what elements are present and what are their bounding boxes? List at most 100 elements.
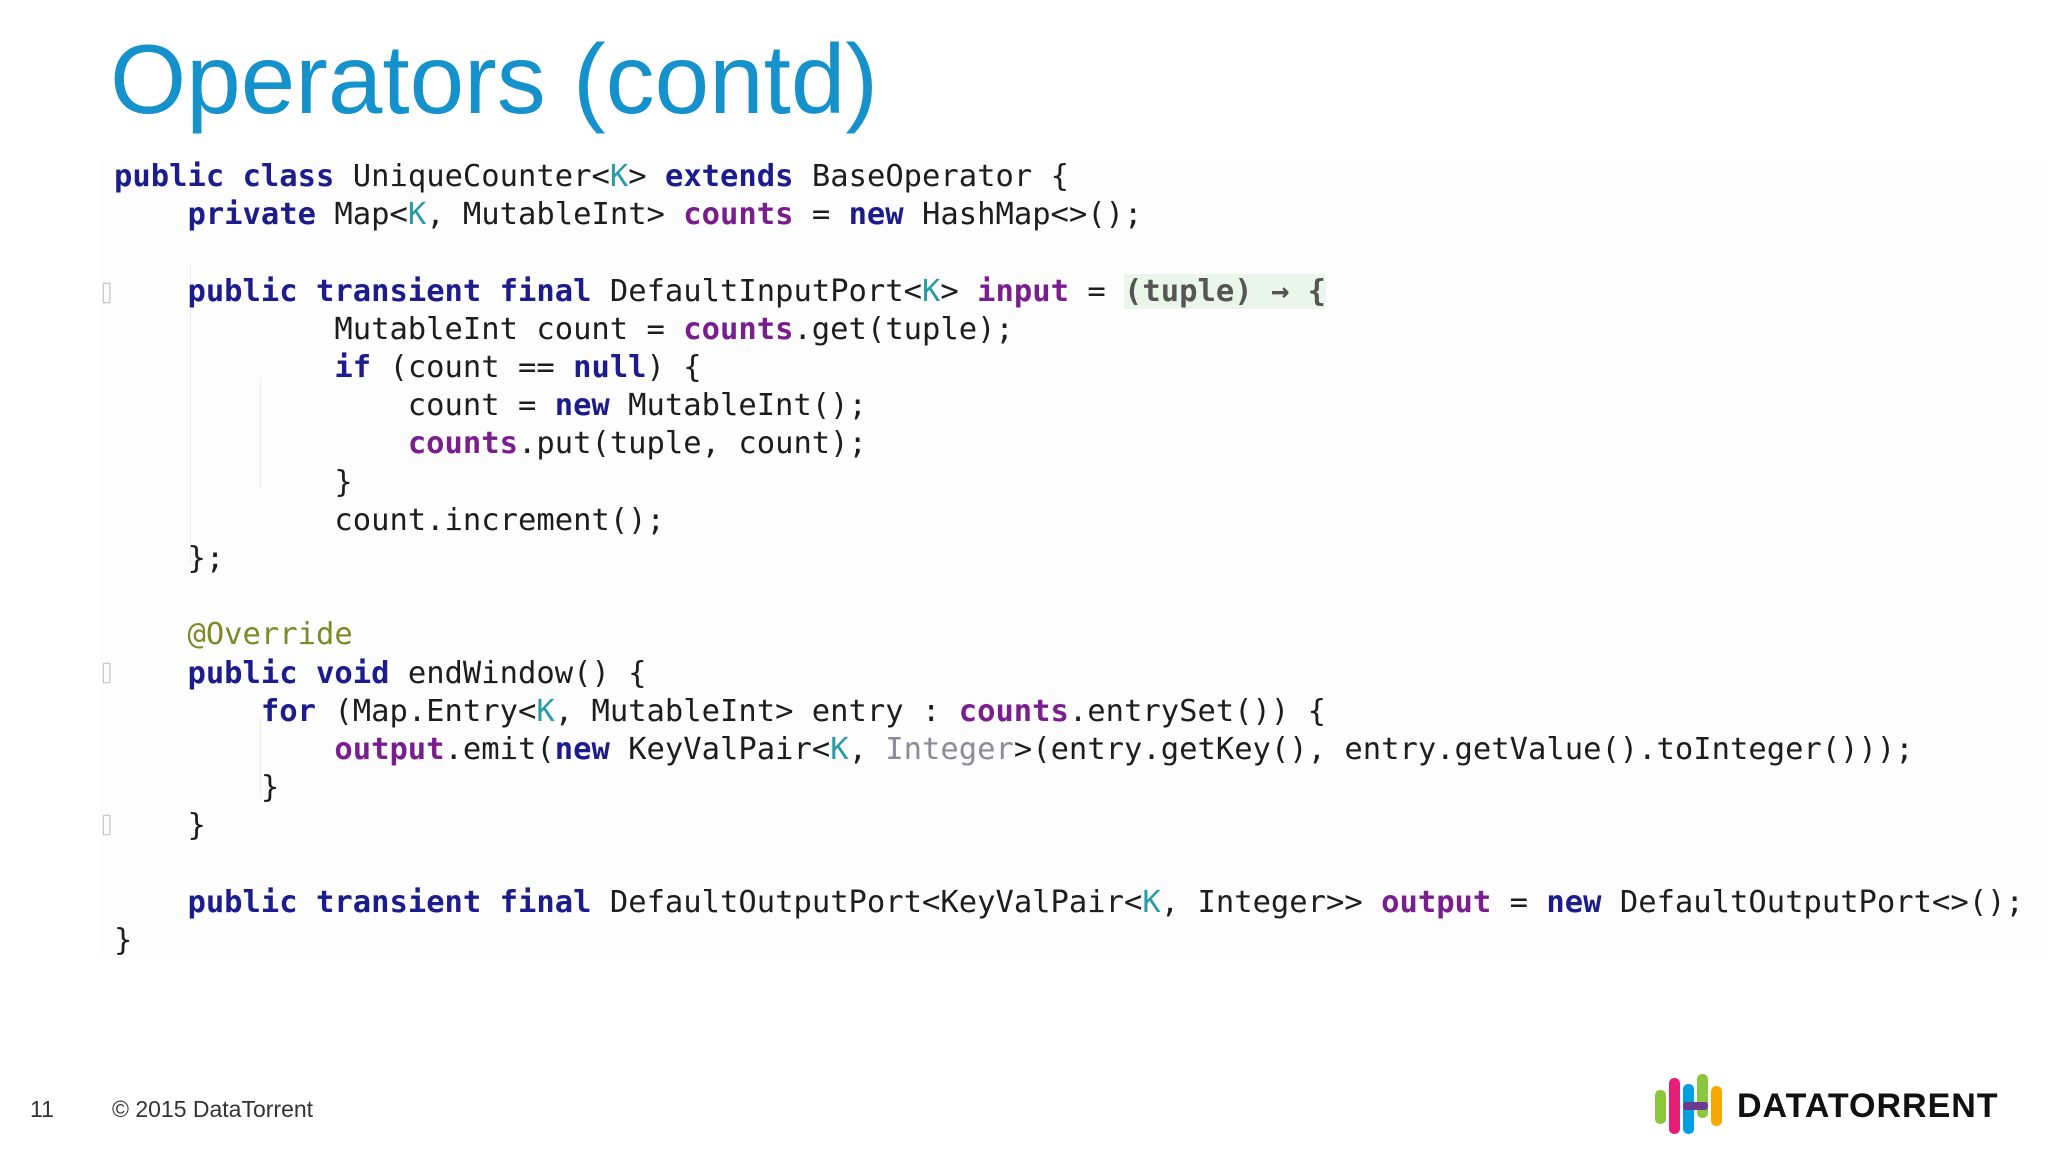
code-text: } <box>114 770 280 806</box>
code-keyword: extends <box>664 159 794 194</box>
code-line: public transient final DefaultOutputPort… <box>114 884 2024 922</box>
indent-guide <box>260 378 261 488</box>
code-keyword: public <box>114 159 225 194</box>
code-text: count.increment(); <box>114 502 665 538</box>
code-text: , <box>848 732 886 767</box>
code-text: .entrySet()) { <box>1068 693 1326 729</box>
code-text <box>114 656 187 691</box>
code-line: count.increment(); <box>114 502 665 540</box>
code-line: } <box>114 464 353 502</box>
code-text: > <box>628 159 665 194</box>
code-line: public void endWindow() { <box>114 655 647 693</box>
code-text <box>114 274 187 309</box>
code-line: public class UniqueCounter<K> extends Ba… <box>114 158 1069 196</box>
page-number: 11 <box>30 1096 54 1122</box>
datatorrent-logo-icon <box>1655 1074 1722 1134</box>
code-type-param: K <box>830 732 849 767</box>
code-line: public transient final DefaultInputPort<… <box>114 273 1327 311</box>
code-type-param: K <box>536 693 555 729</box>
code-keyword: null <box>573 350 647 385</box>
code-field: counts <box>683 311 794 347</box>
code-text <box>114 694 261 729</box>
code-keyword: transient <box>316 884 482 920</box>
code-field: input <box>977 273 1069 309</box>
code-text: UniqueCounter< <box>334 159 610 194</box>
code-keyword: final <box>499 884 592 920</box>
code-keyword: new <box>554 388 610 424</box>
code-type: Integer <box>885 732 1014 767</box>
code-text: count = <box>114 388 555 424</box>
code-text: , MutableInt> entry : <box>554 693 959 729</box>
code-text: , MutableInt> <box>426 197 684 233</box>
code-line: count = new MutableInt(); <box>114 387 867 425</box>
code-keyword: final <box>499 273 592 309</box>
code-text: } <box>114 808 206 844</box>
code-keyword: public <box>187 884 298 920</box>
code-text: .emit( <box>444 732 555 767</box>
code-text: (count == <box>371 350 574 385</box>
code-text: DefaultInputPort< <box>591 273 923 309</box>
code-keyword: public <box>187 273 298 309</box>
code-type-param: K <box>922 273 941 309</box>
logo-wordmark: DATATORRENT <box>1737 1086 1999 1125</box>
code-text: }; <box>114 541 225 576</box>
code-type-param: K <box>1142 884 1161 920</box>
code-line: @Override <box>114 616 353 654</box>
code-keyword: new <box>1546 884 1602 920</box>
code-line: } <box>114 769 279 807</box>
code-text: MutableInt count = <box>114 311 684 347</box>
code-block: ⌷ ⌷ ⌷ public class UniqueCounter<K> exte… <box>100 158 2048 958</box>
code-keyword: private <box>187 197 316 233</box>
code-text <box>481 274 499 309</box>
code-text: Map< <box>316 197 408 233</box>
code-text: = <box>793 197 849 233</box>
code-text <box>114 350 334 385</box>
code-field: counts <box>958 693 1069 729</box>
code-line: output.emit(new KeyValPair<K, Integer>(e… <box>114 731 1914 769</box>
code-text <box>114 617 187 652</box>
code-field: output <box>334 732 445 767</box>
code-field: output <box>1381 884 1492 920</box>
code-text: MutableInt(); <box>609 388 867 424</box>
code-text: .put(tuple, count); <box>518 426 867 462</box>
code-text <box>114 426 408 461</box>
code-text: endWindow() { <box>389 655 647 691</box>
code-text: } <box>114 464 353 500</box>
code-keyword: public <box>187 655 298 691</box>
code-text <box>481 885 499 920</box>
code-line: if (count == null) { <box>114 349 702 387</box>
code-keyword: class <box>242 159 335 194</box>
code-text: (Map.Entry< <box>316 693 537 729</box>
code-line: } <box>114 807 206 845</box>
code-field: counts <box>683 197 794 233</box>
indent-guide <box>260 718 261 798</box>
code-text: >(entry.getKey(), entry.getValue().toInt… <box>1013 732 1914 767</box>
code-line: MutableInt count = counts.get(tuple); <box>114 311 1013 349</box>
code-lambda: (tuple) → { <box>1124 273 1327 309</box>
indent-guide <box>190 264 191 564</box>
code-type-param: K <box>609 159 629 194</box>
code-text: ) { <box>646 350 702 385</box>
fold-marker-icon: ⌷ <box>100 814 114 839</box>
code-text <box>298 656 316 691</box>
slide-title: Operators (contd) <box>110 24 878 134</box>
code-text: HashMap<>(); <box>903 197 1143 233</box>
code-line: private Map<K, MutableInt> counts = new … <box>114 196 1142 234</box>
code-text: } <box>114 923 133 958</box>
code-text: DefaultOutputPort<>(); <box>1601 884 2024 920</box>
code-field: counts <box>407 426 518 462</box>
code-keyword: new <box>848 197 904 233</box>
code-type-param: K <box>407 197 427 233</box>
fold-marker-icon: ⌷ <box>100 662 114 687</box>
datatorrent-logo: DATATORRENT <box>1655 1072 1999 1140</box>
code-line: counts.put(tuple, count); <box>114 425 867 463</box>
code-annotation: @Override <box>187 617 353 653</box>
code-text: = <box>1491 884 1547 920</box>
code-text: > <box>940 273 978 309</box>
code-text <box>114 197 187 232</box>
code-text <box>298 274 316 309</box>
code-text <box>224 159 242 194</box>
code-text: KeyValPair< <box>609 732 831 767</box>
code-text <box>114 732 334 767</box>
code-text <box>298 885 316 920</box>
